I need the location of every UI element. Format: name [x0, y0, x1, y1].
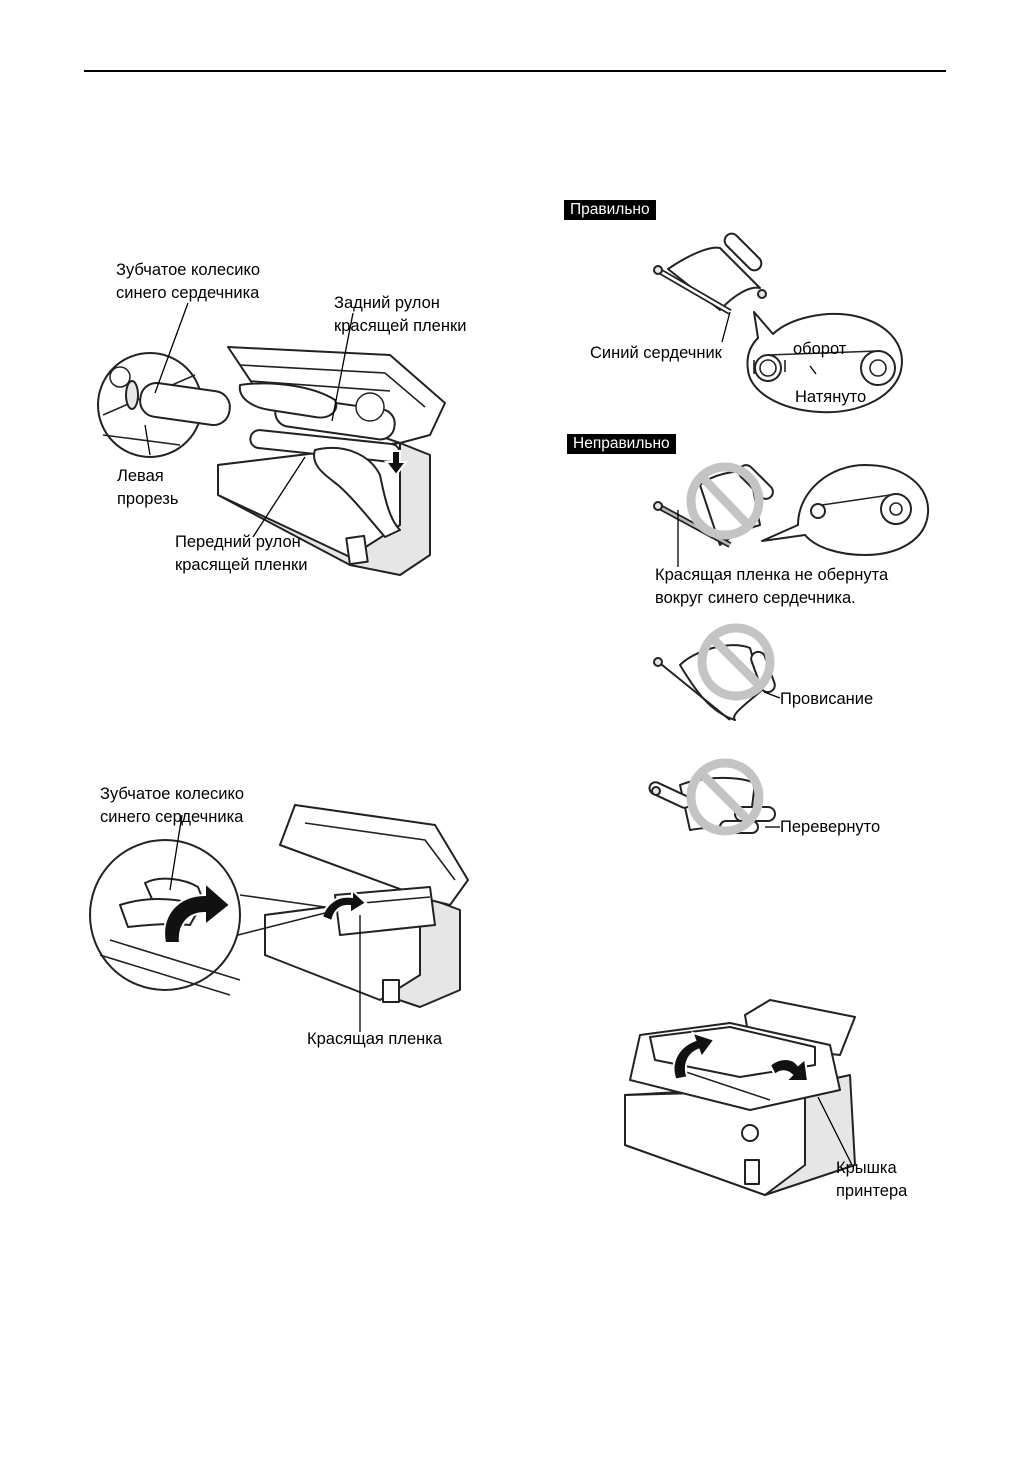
- printer-cover-label-line2: принтера: [836, 1182, 908, 1200]
- no-sign-icon: [697, 623, 775, 701]
- no-sign-icon: [686, 462, 764, 540]
- turn-label: оборот: [793, 340, 847, 358]
- curved-arrow-icon: [768, 1057, 810, 1082]
- ink-film-install-illustration: [97, 302, 446, 576]
- header-rule: [84, 70, 946, 72]
- front-roll-label-line1: Передний рулон: [175, 533, 301, 551]
- gear-turn-illustration: [89, 804, 469, 1032]
- printer-cover-illustration: [624, 999, 856, 1196]
- incorrect-not-wrapped-diagram: [653, 462, 930, 567]
- curved-arrow-icon: [672, 1031, 716, 1081]
- sagging-label: Провисание: [780, 690, 874, 708]
- flipped-label: Перевернуто: [780, 818, 881, 836]
- incorrect-badge: Неправильно: [567, 434, 676, 454]
- gear-label-bottom-line2: синего сердечника: [100, 808, 244, 826]
- rear-roll-label-line1: Задний рулон: [334, 294, 440, 312]
- incorrect-flipped-diagram: [648, 758, 780, 836]
- gear-label-top-line2: синего сердечника: [116, 284, 260, 302]
- curved-arrow-icon: [163, 880, 232, 944]
- correct-ribbon-diagram: [653, 232, 903, 414]
- curved-arrow-icon: [320, 887, 368, 923]
- left-slot-label-line1: Левая: [117, 467, 164, 485]
- taut-label: Натянуто: [795, 388, 867, 406]
- gear-label-top-line1: Зубчатое колесико: [116, 261, 261, 279]
- not-wrapped-label-line2: вокруг синего сердечника.: [655, 589, 856, 607]
- left-slot-label-line2: прорезь: [117, 490, 179, 508]
- front-roll-label-line2: красящей пленки: [175, 556, 308, 574]
- blue-core-label: Синий сердечник: [590, 344, 722, 362]
- ink-film-label: Красящая пленка: [307, 1030, 443, 1048]
- printer-cover-label-line1: Крышка: [836, 1159, 897, 1177]
- gear-label-bottom-line1: Зубчатое колесико: [100, 785, 245, 803]
- not-wrapped-label-line1: Красящая пленка не обернута: [655, 566, 889, 584]
- incorrect-sagging-diagram: [653, 623, 781, 721]
- correct-badge: Правильно: [564, 200, 656, 220]
- down-arrow-icon: [383, 450, 409, 477]
- no-sign-icon: [686, 758, 764, 836]
- rear-roll-label-line2: красящей пленки: [334, 317, 467, 335]
